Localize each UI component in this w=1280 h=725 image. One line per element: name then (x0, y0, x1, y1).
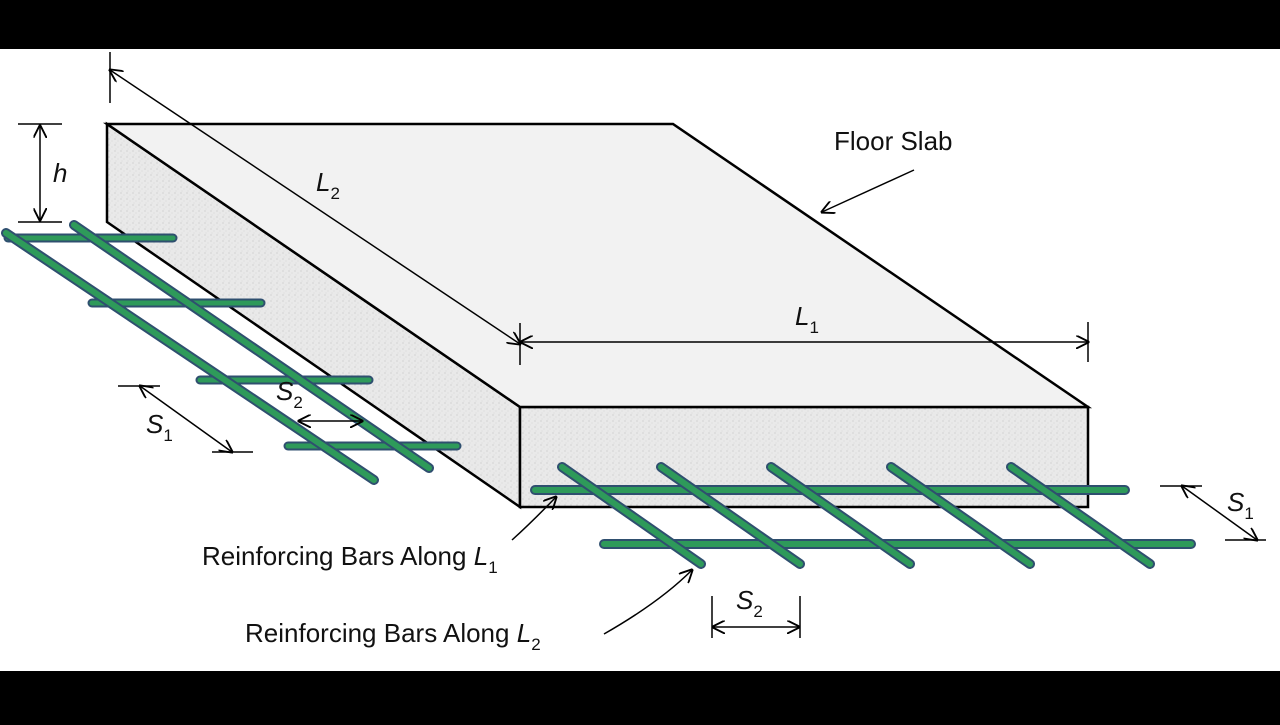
bars-l2-text: Reinforcing Bars Along (245, 618, 517, 648)
floor-slab-label: Floor Slab (834, 126, 953, 156)
rebar-bar (768, 464, 913, 567)
l1-main: L (795, 301, 809, 331)
dimension-h (18, 123, 62, 223)
bars-l2-label: Reinforcing Bars Along L2 (245, 618, 541, 654)
s1-left-label: S1 (146, 409, 173, 445)
bars-l2-sub: 2 (531, 635, 540, 654)
s2-bottom-sub: 2 (753, 602, 762, 621)
leader-bars-l1 (511, 497, 556, 541)
s1-right-sub: 1 (1244, 504, 1253, 523)
rebar-mesh-front (530, 462, 1196, 569)
s2-bottom-label: S2 (736, 585, 763, 621)
l1-label: L1 (795, 301, 819, 337)
s2-left-label: S2 (276, 376, 303, 412)
leader-bars-l2 (603, 570, 692, 635)
l1-sub: 1 (809, 318, 818, 337)
rebar-bar (888, 464, 1033, 567)
l2-label: L2 (316, 167, 340, 203)
h-label: h (53, 158, 67, 188)
bars-l1-sub: 1 (488, 558, 497, 577)
s2-left-sub: 2 (293, 393, 302, 412)
leader-floor-slab (822, 169, 915, 212)
dimension-s1-right (1160, 486, 1266, 540)
bars-l1-text: Reinforcing Bars Along (202, 541, 474, 571)
bars-l1-main: L (474, 541, 488, 571)
rebar-bar (658, 464, 803, 567)
s1-right-main: S (1227, 487, 1245, 517)
s1-right-label: S1 (1227, 487, 1254, 523)
dimension-s2-bottom (711, 596, 801, 638)
dimension-s1-left (118, 386, 253, 452)
bars-l1-label: Reinforcing Bars Along L1 (202, 541, 498, 577)
bars-l2-main: L (517, 618, 531, 648)
rebar-bar (1008, 464, 1153, 567)
s2-left-main: S (276, 376, 294, 406)
l2-main: L (316, 167, 330, 197)
l2-sub: 2 (330, 184, 339, 203)
rebar-bar (3, 230, 377, 483)
rebar-bar (559, 464, 704, 567)
dimension-l1 (521, 322, 1088, 362)
s1-left-main: S (146, 409, 164, 439)
s1-left-sub: 1 (163, 426, 172, 445)
s2-bottom-main: S (736, 585, 754, 615)
